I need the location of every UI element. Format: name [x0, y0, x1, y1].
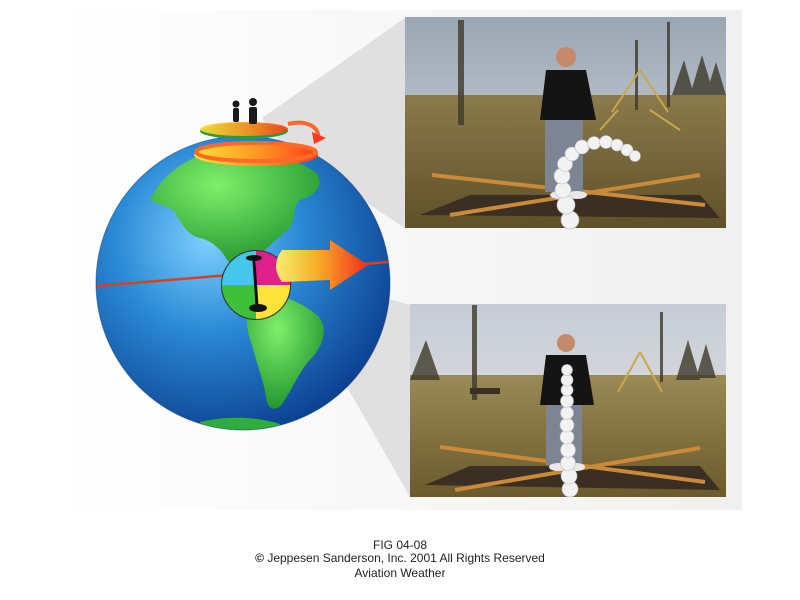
- copyright-line: © Jeppesen Sanderson, Inc. 2001 All Righ…: [0, 550, 800, 566]
- ball-path-curved: [553, 135, 641, 230]
- north-america-landmass: [150, 150, 320, 267]
- copyright-text: Jeppesen Sanderson, Inc. 2001 All Rights…: [267, 551, 545, 565]
- equator-turntable: [221, 250, 291, 320]
- north-pole-turntable: [194, 98, 326, 166]
- figure-number: FIG 04-08: [372, 538, 428, 552]
- subject-title: Aviation Weather: [354, 566, 446, 580]
- person-silhouette: [232, 98, 257, 124]
- south-america-landmass: [246, 294, 324, 409]
- deflection-arrow: [276, 240, 368, 290]
- photo-north-pole: [405, 17, 726, 230]
- projection-wedge-top: [262, 18, 405, 228]
- ball-path-straight: [559, 364, 579, 498]
- copyright-symbol: ©: [255, 551, 264, 565]
- photo-equator: [410, 304, 726, 498]
